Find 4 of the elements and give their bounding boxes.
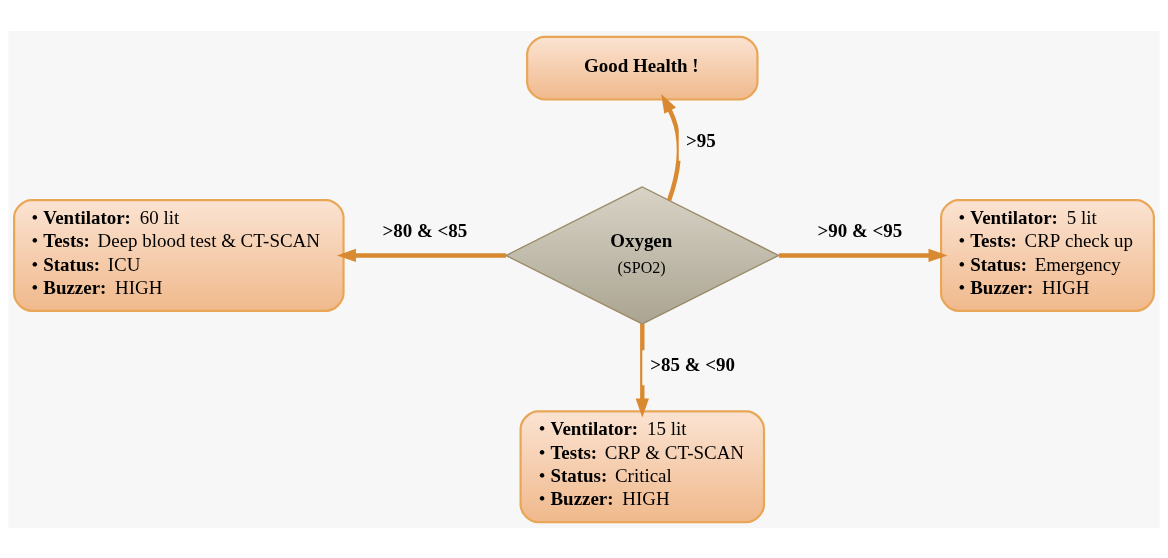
- edge-label: >90 & <95: [817, 219, 903, 241]
- edge-label: >85 & <90: [650, 353, 736, 375]
- edge-label: >80 & <85: [382, 219, 468, 241]
- edge-label: >95: [686, 129, 716, 151]
